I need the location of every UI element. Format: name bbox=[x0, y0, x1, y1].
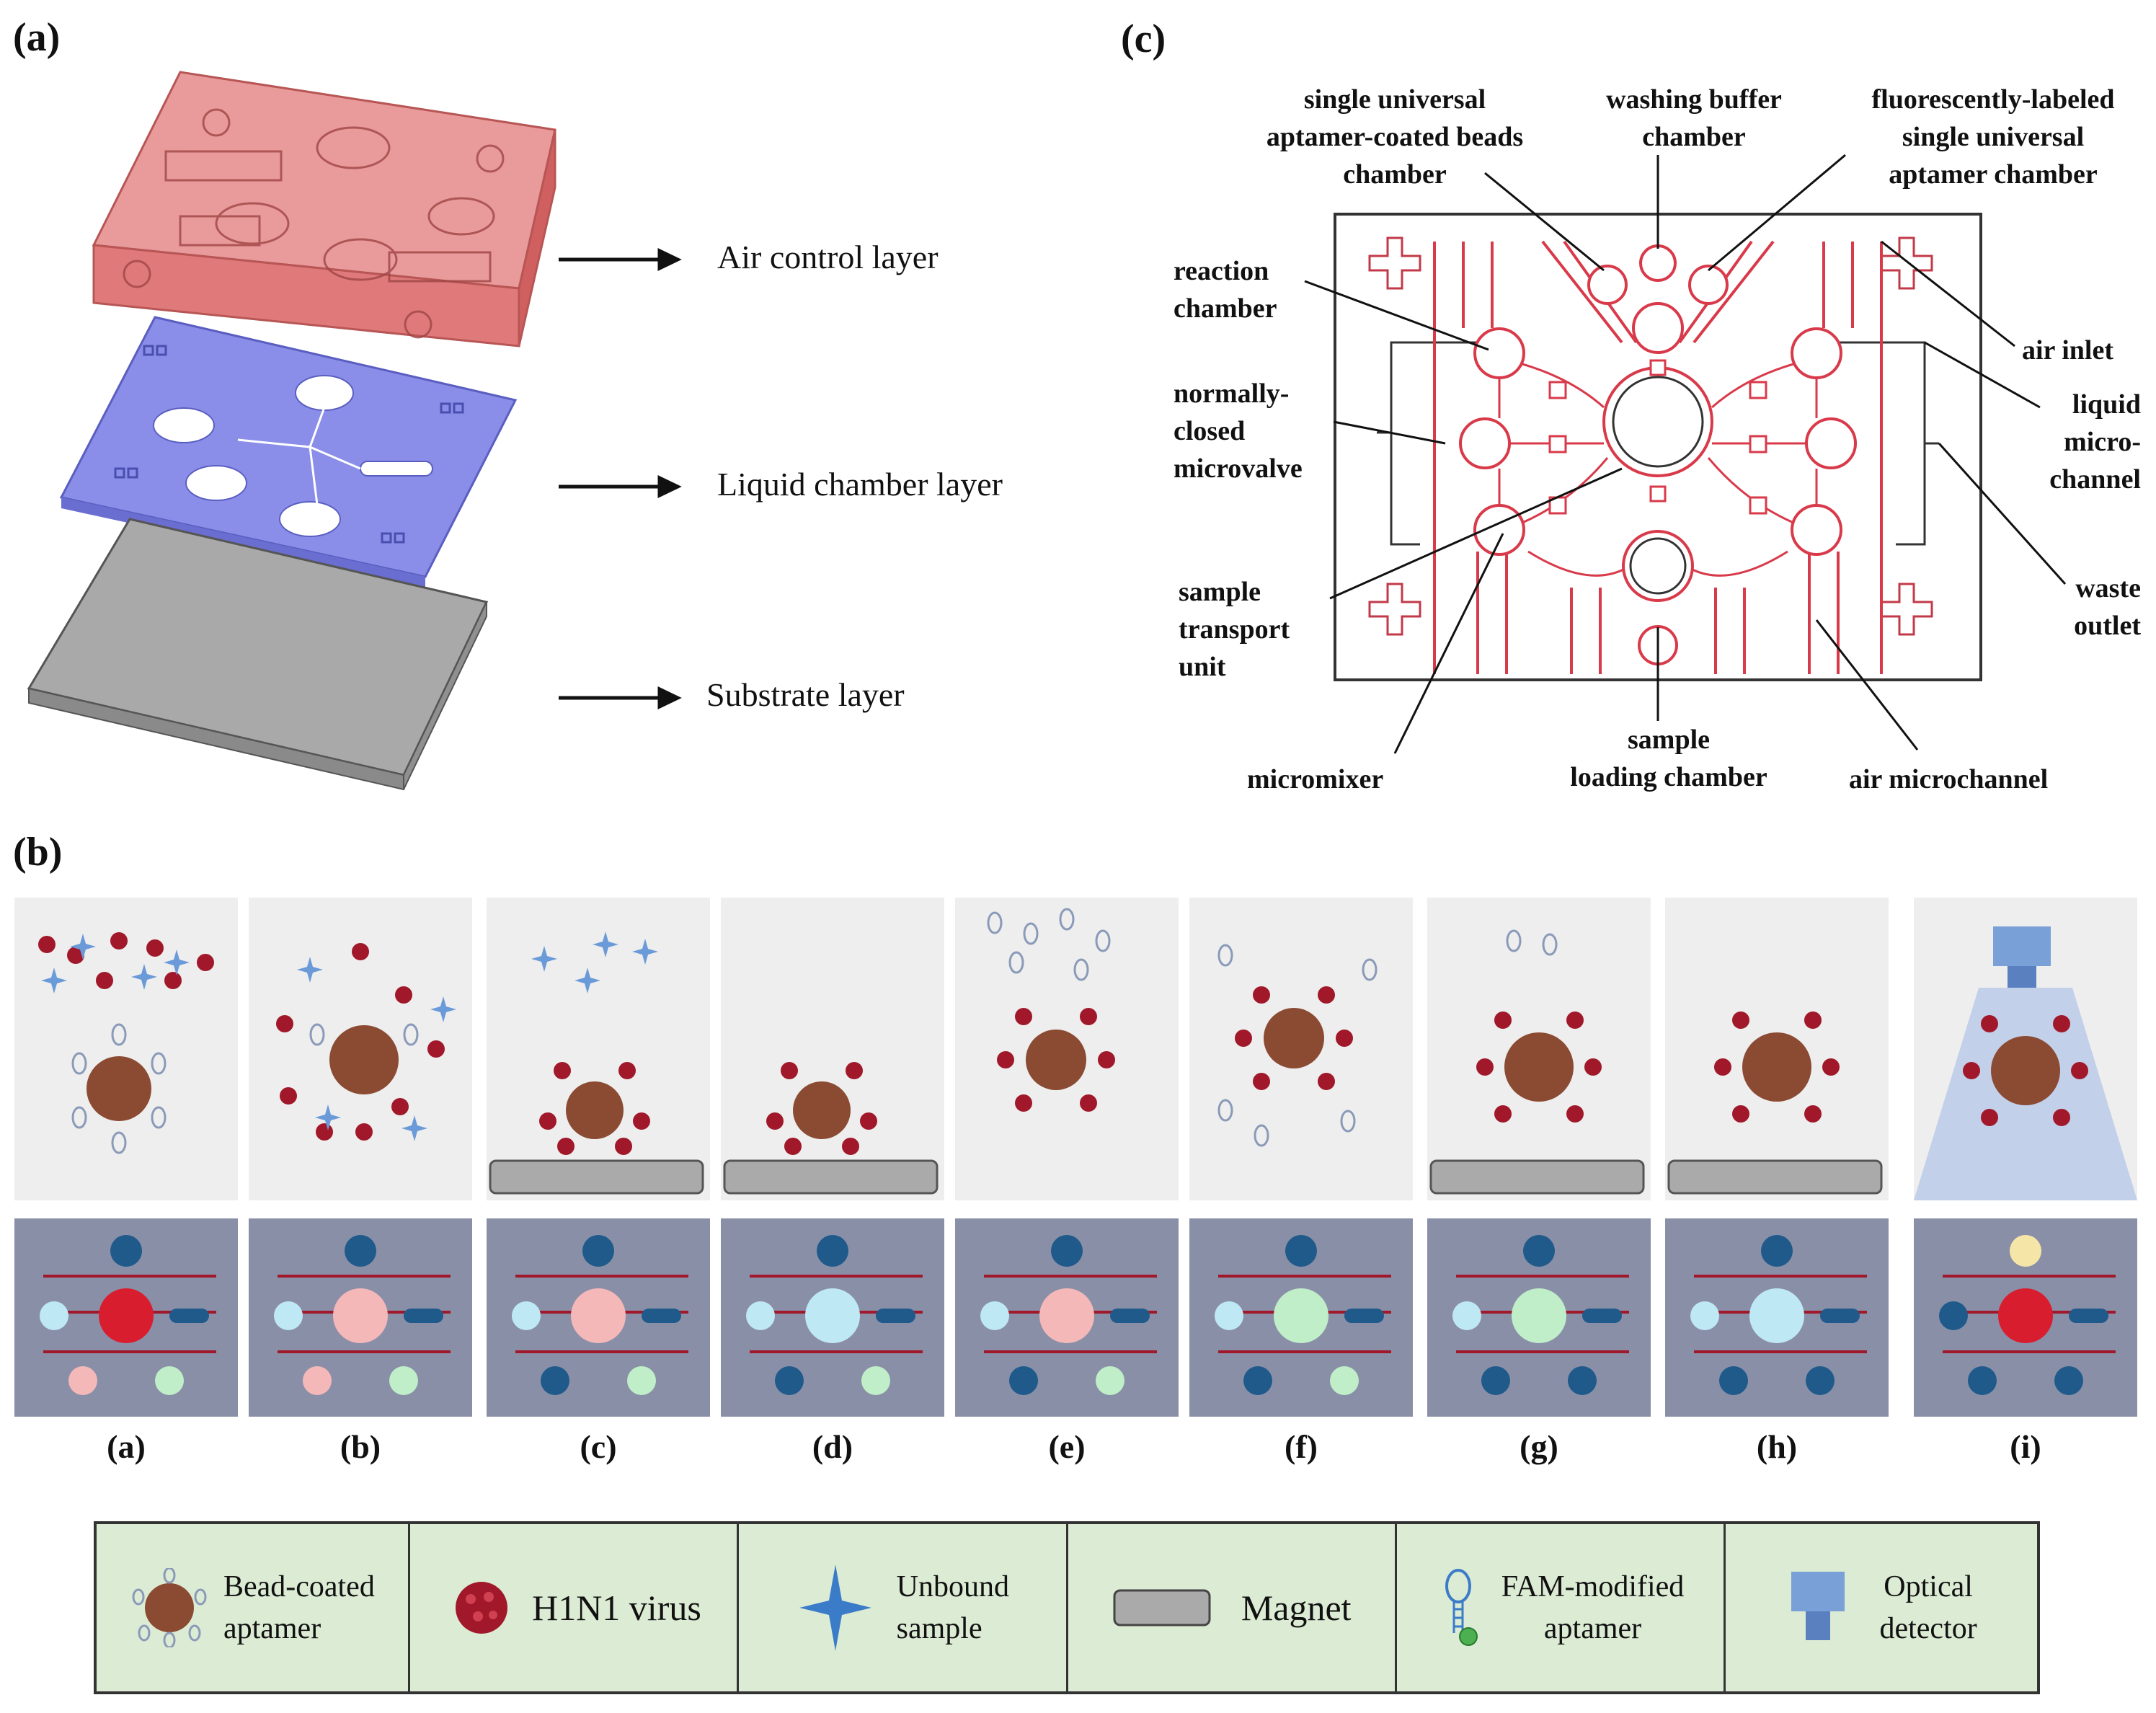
legend-cell-bead: Bead-coated aptamer bbox=[97, 1524, 410, 1691]
panel-c-label: (c) bbox=[1121, 17, 1166, 61]
label-loading-chamber: sample loading chamber bbox=[1539, 721, 1798, 796]
legend-text-line: sample bbox=[896, 1612, 982, 1645]
label-line: outlet bbox=[2074, 611, 2141, 641]
panel-c-leader-lines bbox=[1304, 154, 2067, 754]
label-line: micro- bbox=[2064, 427, 2141, 457]
legend-cell-unbound: Unbound sample bbox=[739, 1524, 1068, 1691]
step-label-f: (f) bbox=[1285, 1428, 1318, 1465]
label-reaction-chamber: reaction chamber bbox=[1174, 252, 1277, 327]
label-line: single universal bbox=[1303, 84, 1486, 115]
liquid-chamber-layer-label: Liquid chamber layer bbox=[717, 466, 1003, 503]
legend: Bead-coated aptamer H1N1 virus Unbound s… bbox=[94, 1521, 2040, 1694]
legend-text-line: aptamer bbox=[223, 1612, 321, 1645]
label-line: chamber bbox=[1642, 122, 1746, 152]
process-steps-illustration bbox=[14, 898, 2137, 1417]
label-microvalve: normally- closed microvalve bbox=[1174, 375, 1303, 487]
label-line: normally- bbox=[1174, 379, 1290, 409]
virus-icon bbox=[456, 1582, 508, 1634]
label-micromixer: micromixer bbox=[1247, 761, 1383, 798]
legend-text-line: Optical bbox=[1884, 1570, 1973, 1603]
chip-layout-diagram bbox=[1334, 213, 1982, 681]
label-liquid-microchannel: liquid micro- channel bbox=[2033, 386, 2141, 498]
label-line: microvalve bbox=[1174, 453, 1303, 484]
step-label-e: (e) bbox=[1048, 1428, 1086, 1465]
label-line: chamber bbox=[1174, 293, 1277, 324]
step-label-b: (b) bbox=[340, 1428, 381, 1465]
liquid-chamber-layer-shape bbox=[59, 316, 518, 588]
label-line: unit bbox=[1179, 652, 1226, 682]
substrate-layer-label: Substrate layer bbox=[706, 676, 905, 713]
label-beads-chamber: single universal aptamer-coated beads ch… bbox=[1258, 81, 1532, 193]
step-label-c: (c) bbox=[580, 1428, 617, 1465]
label-washing-chamber: washing buffer chamber bbox=[1582, 81, 1806, 156]
label-line: washing buffer bbox=[1606, 84, 1782, 115]
label-line: fluorescently-labeled bbox=[1871, 84, 2115, 115]
label-line: reaction bbox=[1174, 256, 1269, 286]
step-label-d: (d) bbox=[812, 1428, 853, 1465]
label-air-microchannel: air microchannel bbox=[1849, 761, 2048, 798]
legend-cell-fam: FAM-modified aptamer bbox=[1397, 1524, 1726, 1691]
step-label-h: (h) bbox=[1756, 1428, 1798, 1465]
exploded-chip-illustration bbox=[27, 71, 682, 791]
label-line: sample bbox=[1628, 725, 1710, 755]
label-line: transport bbox=[1179, 614, 1290, 645]
label-line: loading chamber bbox=[1570, 762, 1767, 792]
step-label-a: (a) bbox=[107, 1428, 146, 1465]
legend-cell-magnet: Magnet bbox=[1068, 1524, 1397, 1691]
panel-a-label: (a) bbox=[13, 15, 61, 60]
step-label-i: (i) bbox=[2010, 1428, 2041, 1465]
label-line: aptamer chamber bbox=[1889, 159, 2098, 190]
label-line: air microchannel bbox=[1849, 764, 2049, 794]
unbound-sample-icon bbox=[799, 1564, 871, 1651]
bead-aptamer-icon bbox=[132, 1568, 207, 1647]
label-line: air inlet bbox=[2022, 335, 2114, 366]
legend-magnet-text: Magnet bbox=[1241, 1588, 1352, 1628]
label-line: micromixer bbox=[1247, 764, 1384, 794]
legend-text-line: aptamer bbox=[1543, 1612, 1642, 1645]
label-line: chamber bbox=[1343, 159, 1447, 190]
legend-cell-virus: H1N1 virus bbox=[410, 1524, 740, 1691]
label-transport-unit: sample transport unit bbox=[1179, 573, 1290, 686]
label-fluor-chamber: fluorescently-labeled single universal a… bbox=[1842, 81, 2144, 193]
legend-text-line: Unbound bbox=[896, 1570, 1009, 1603]
label-line: sample bbox=[1179, 577, 1261, 607]
legend-fam-text: FAM-modified aptamer bbox=[1501, 1566, 1685, 1650]
magnet-icon bbox=[1113, 1589, 1211, 1626]
label-line: single universal bbox=[1902, 122, 2085, 152]
legend-text-line: FAM-modified bbox=[1501, 1570, 1685, 1603]
label-line: liquid bbox=[2072, 389, 2141, 420]
legend-text-line: Bead-coated bbox=[223, 1570, 375, 1603]
legend-cell-detector: Optical detector bbox=[1726, 1524, 2037, 1691]
legend-detector-text: Optical detector bbox=[1879, 1566, 1977, 1650]
label-line: channel bbox=[2049, 464, 2141, 495]
air-control-layer-shape bbox=[92, 71, 556, 348]
step-label-g: (g) bbox=[1520, 1428, 1558, 1465]
panel-b-label: (b) bbox=[13, 830, 63, 875]
label-waste-outlet: waste outlet bbox=[2062, 570, 2141, 645]
label-line: aptamer-coated beads bbox=[1266, 122, 1524, 152]
legend-text-line: detector bbox=[1879, 1612, 1977, 1645]
label-line: closed bbox=[1174, 416, 1246, 446]
optical-detector-icon bbox=[1791, 1572, 1845, 1640]
air-control-layer-label: Air control layer bbox=[717, 239, 939, 275]
label-air-inlet: air inlet bbox=[2022, 332, 2113, 369]
legend-virus-text: H1N1 virus bbox=[532, 1588, 701, 1628]
legend-unbound-text: Unbound sample bbox=[897, 1566, 1009, 1650]
fam-aptamer-icon bbox=[1445, 1569, 1478, 1646]
substrate-layer-shape bbox=[27, 518, 489, 791]
label-line: waste bbox=[2075, 573, 2141, 603]
legend-bead-text: Bead-coated aptamer bbox=[223, 1566, 375, 1650]
